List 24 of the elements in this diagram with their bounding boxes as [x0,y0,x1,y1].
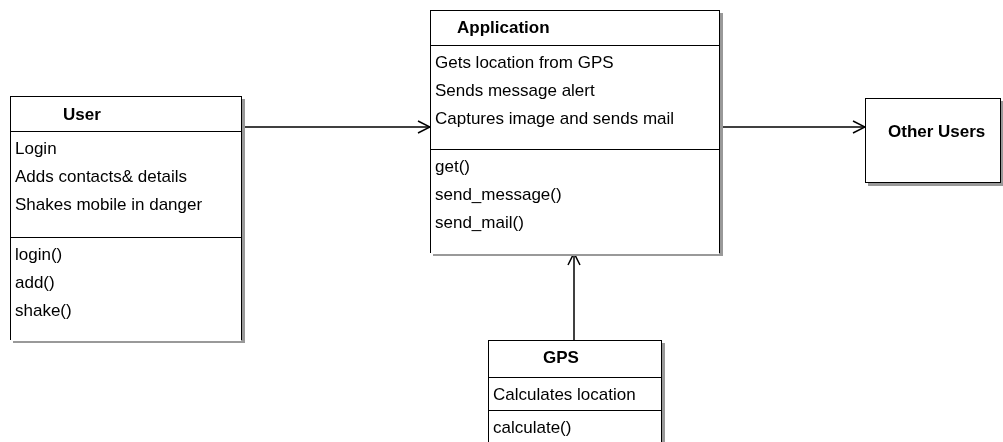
class-box [865,98,1001,183]
class-name: Other Users [888,122,986,142]
class-box [10,96,242,340]
member-text: send_mail() [435,212,524,234]
class-name: GPS [543,348,579,368]
member-text: add() [15,272,55,294]
class-box [488,340,662,442]
member-text: Login [15,138,57,160]
member-text: login() [15,244,63,266]
member-text: shake() [15,300,72,322]
member-text: Calculates location [493,384,636,406]
member-text: Gets location from GPS [435,52,614,74]
member-text: calculate() [493,417,572,439]
member-text: Adds contacts& details [15,166,187,188]
member-text: Sends message alert [435,80,595,102]
member-text: Shakes mobile in danger [15,194,203,216]
member-text: get() [435,156,470,178]
class-compartment [431,149,719,254]
class-name: User [63,105,101,125]
member-text: send_message() [435,184,562,206]
member-text: Captures image and sends mail [435,108,675,130]
class-name: Application [457,18,550,38]
class-compartment [11,237,241,341]
class-box [430,10,720,253]
